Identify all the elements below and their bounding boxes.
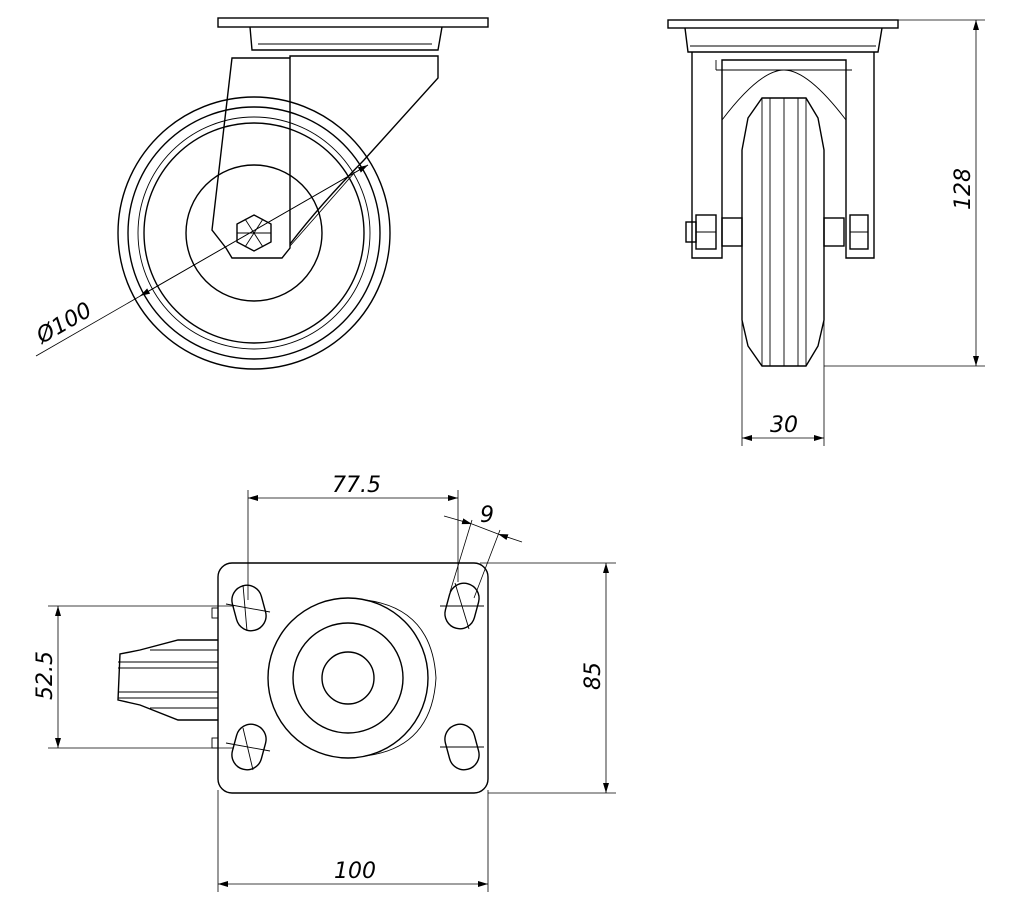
hole-spacing-x-label: 77.5: [332, 473, 381, 498]
wheel-front: [741, 97, 825, 367]
wheel-tread: [117, 96, 391, 370]
wheel-width-label: 30: [770, 413, 798, 438]
axle-bolt-head: [685, 221, 697, 243]
slot-top-left: [225, 584, 271, 632]
side-view: Ø100: [32, 17, 489, 370]
plate-top-view: [217, 562, 489, 794]
top-view: 77.5 9 52.5 85 100: [33, 473, 616, 892]
total-height-label: 128: [951, 168, 976, 210]
fork-brace: [289, 55, 439, 245]
slot-bottom-right: [440, 723, 484, 771]
fork-front: [691, 52, 875, 259]
slot-top-right: [440, 582, 484, 630]
slot-bottom-left: [225, 723, 271, 771]
kingpin-housing: [267, 597, 429, 759]
wheel-top-view: [117, 639, 218, 721]
mounting-plate: [217, 17, 489, 28]
plate-offset-label: 52.5: [33, 651, 58, 700]
hole-spacing-y-label: 85: [581, 662, 606, 690]
kingpin: [321, 651, 375, 705]
slot-width-label: 9: [480, 503, 494, 528]
plate-width-label: 100: [334, 859, 376, 884]
wheel-diameter-label: Ø100: [32, 298, 97, 350]
front-view: 128 30: [667, 19, 985, 446]
bearing-housing: [249, 26, 443, 51]
mounting-plate-front: [667, 19, 899, 29]
